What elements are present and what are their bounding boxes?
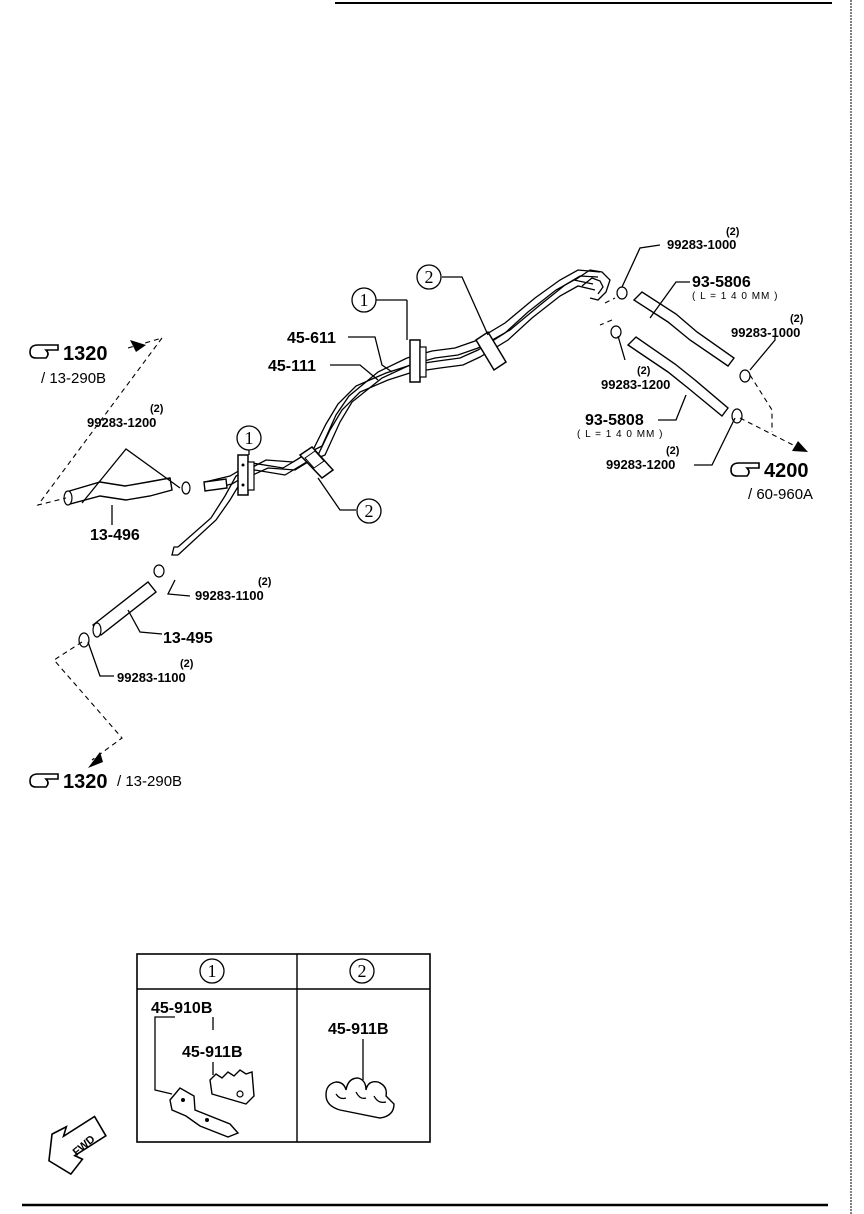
part-label-13-495: 13-495 bbox=[163, 630, 213, 647]
pointing-hand-icon bbox=[730, 462, 760, 477]
svg-text:1: 1 bbox=[245, 428, 254, 448]
qty-clamp-l: (2) bbox=[150, 403, 164, 415]
ref-right-number[interactable]: 4200 bbox=[764, 460, 809, 482]
page-border bbox=[22, 0, 852, 1214]
part-label-clamp-c: 99283-1100 bbox=[195, 588, 264, 603]
clamp-ring bbox=[181, 481, 191, 495]
ref-bottom-sub: / 13-290B bbox=[117, 773, 182, 790]
inset-label-45-911b-right: 45-911B bbox=[328, 1021, 389, 1038]
leader-lines bbox=[81, 244, 776, 677]
qty-clamp-tr-a: (2) bbox=[726, 226, 740, 238]
pipe-clamp-1-left bbox=[237, 454, 255, 496]
callout-1-top: 1 bbox=[351, 287, 377, 313]
clamp-detail-inset: 1 2 45-910B 45-911B 45-911B bbox=[136, 953, 431, 1143]
pipe-clamp-1-right bbox=[409, 339, 427, 383]
inset-header-1: 1 bbox=[199, 958, 225, 984]
reference-left: 1320 / 13-290B bbox=[29, 343, 108, 387]
qty-clamp-c: (2) bbox=[258, 576, 272, 588]
part-label-45-611: 45-611 bbox=[287, 330, 336, 347]
pipe-clamp-2-right bbox=[474, 330, 508, 372]
pipe-clamp-2-left bbox=[298, 446, 335, 479]
callout-2-top: 2 bbox=[416, 264, 442, 290]
part-label-93-5808: 93-5808 bbox=[585, 412, 644, 429]
dashed-connectors bbox=[36, 297, 796, 761]
svg-text:2: 2 bbox=[358, 961, 367, 981]
svg-text:1: 1 bbox=[208, 961, 217, 981]
svg-text:1: 1 bbox=[360, 290, 369, 310]
ref-left-sub: / 13-290B bbox=[41, 370, 106, 387]
svg-text:2: 2 bbox=[425, 267, 434, 287]
part-label-clamp-tr-a: 99283-1000 bbox=[667, 237, 736, 252]
part-label-93-5806: 93-5806 bbox=[692, 274, 751, 291]
part-label-45-111: 45-111 bbox=[268, 358, 316, 375]
inset-header-2: 2 bbox=[349, 958, 375, 984]
hose-13-495 bbox=[78, 564, 165, 648]
clamp-45-911b-right-drawing bbox=[325, 1077, 395, 1119]
clamp-45-911b-left-drawing bbox=[209, 1069, 255, 1105]
pointing-hand-icon bbox=[29, 773, 59, 788]
inset-label-45-910b: 45-910B bbox=[151, 1000, 212, 1017]
ref-right-sub: / 60-960A bbox=[748, 486, 813, 503]
part-label-clamp-l: 99283-1200 bbox=[87, 415, 156, 430]
reference-right: 4200 / 60-960A bbox=[730, 460, 813, 503]
arrow-heads bbox=[88, 340, 808, 768]
ref-bottom-number[interactable]: 1320 bbox=[63, 771, 108, 793]
callout-1-mid: 1 bbox=[236, 425, 262, 451]
part-note-93-5806: ( L = 1 4 0 MM ) bbox=[692, 291, 778, 302]
pointing-hand-icon bbox=[29, 344, 59, 359]
ref-left-number[interactable]: 1320 bbox=[63, 343, 108, 365]
reference-bottom: 1320 / 13-290B bbox=[29, 771, 182, 793]
fwd-arrow-icon: FWD bbox=[48, 1115, 107, 1176]
hose-93-5808 bbox=[610, 325, 743, 424]
clamp-45-910b-drawing bbox=[169, 1087, 240, 1138]
hose-93-5806 bbox=[616, 286, 751, 383]
part-label-clamp-tr-b: 99283-1000 bbox=[731, 325, 800, 340]
part-label-13-496: 13-496 bbox=[90, 527, 140, 544]
part-label-clamp-b: 99283-1100 bbox=[117, 670, 186, 685]
part-label-clamp-mr-b: 99283-1200 bbox=[606, 457, 675, 472]
qty-clamp-tr-b: (2) bbox=[790, 313, 804, 325]
qty-clamp-mr-a: (2) bbox=[637, 365, 651, 377]
qty-clamp-b: (2) bbox=[180, 658, 194, 670]
fuel-pipe-assembly bbox=[171, 269, 611, 556]
inset-label-45-911b-left: 45-911B bbox=[182, 1044, 243, 1061]
callout-2-mid: 2 bbox=[356, 498, 382, 524]
part-label-clamp-mr-a: 99283-1200 bbox=[601, 377, 670, 392]
qty-clamp-mr-b: (2) bbox=[666, 445, 680, 457]
part-note-93-5808: ( L = 1 4 0 MM ) bbox=[577, 429, 663, 440]
svg-text:2: 2 bbox=[365, 501, 374, 521]
